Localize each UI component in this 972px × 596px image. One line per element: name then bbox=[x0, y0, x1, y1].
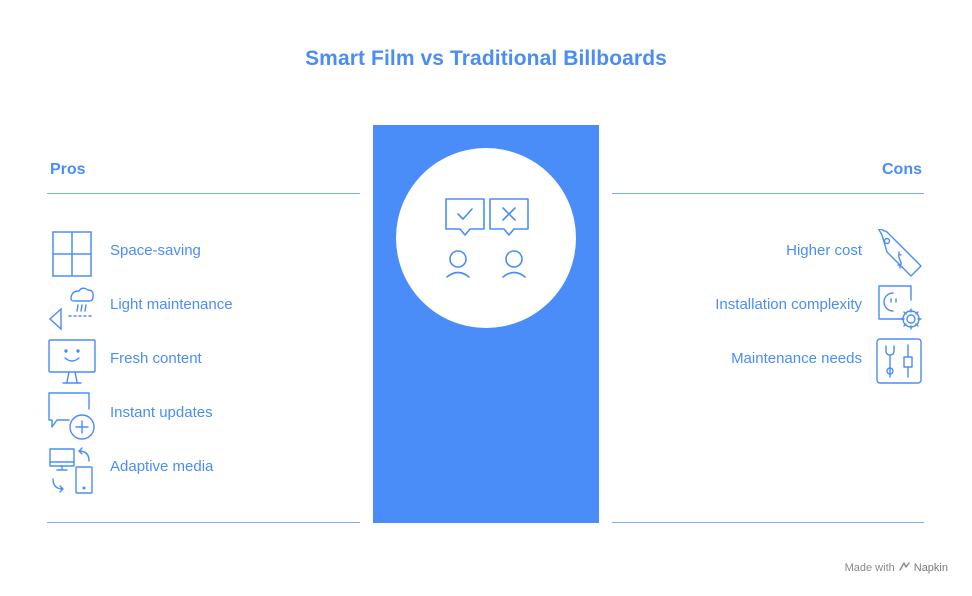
pros-item-label: Instant updates bbox=[110, 404, 213, 421]
pros-item-label: Light maintenance bbox=[110, 296, 233, 313]
pros-bottom-divider bbox=[47, 522, 360, 523]
center-circle bbox=[396, 148, 576, 328]
cleaning-icon bbox=[47, 283, 97, 333]
cons-item-label: Maintenance needs bbox=[731, 350, 862, 367]
plug-gear-icon bbox=[875, 283, 925, 333]
cons-item-label: Installation complexity bbox=[715, 296, 862, 313]
devices-sync-icon bbox=[47, 445, 97, 495]
chat-add-icon bbox=[47, 391, 97, 441]
cons-item-label: Higher cost bbox=[786, 242, 862, 259]
price-tag-icon bbox=[875, 229, 925, 279]
footer-brand: Napkin bbox=[913, 562, 948, 574]
monitor-smile-icon bbox=[47, 337, 97, 387]
two-people-approve-reject-icon bbox=[445, 198, 529, 278]
pros-item-label: Adaptive media bbox=[110, 458, 214, 475]
footer-text: Made with bbox=[844, 562, 895, 574]
footer-attribution: Made with Napkin bbox=[845, 561, 948, 575]
diagram-title: Smart Film vs Traditional Billboards bbox=[305, 47, 667, 70]
napkin-logo-icon bbox=[899, 561, 910, 575]
pros-top-divider bbox=[47, 193, 360, 194]
cons-top-divider bbox=[612, 193, 924, 194]
pros-heading: Pros bbox=[50, 161, 86, 178]
pros-item-label: Fresh content bbox=[110, 350, 202, 367]
pros-item-label: Space-saving bbox=[110, 242, 201, 259]
tools-icon bbox=[875, 337, 925, 387]
window-icon bbox=[47, 229, 97, 279]
cons-bottom-divider bbox=[612, 522, 924, 523]
cons-heading: Cons bbox=[882, 161, 922, 178]
